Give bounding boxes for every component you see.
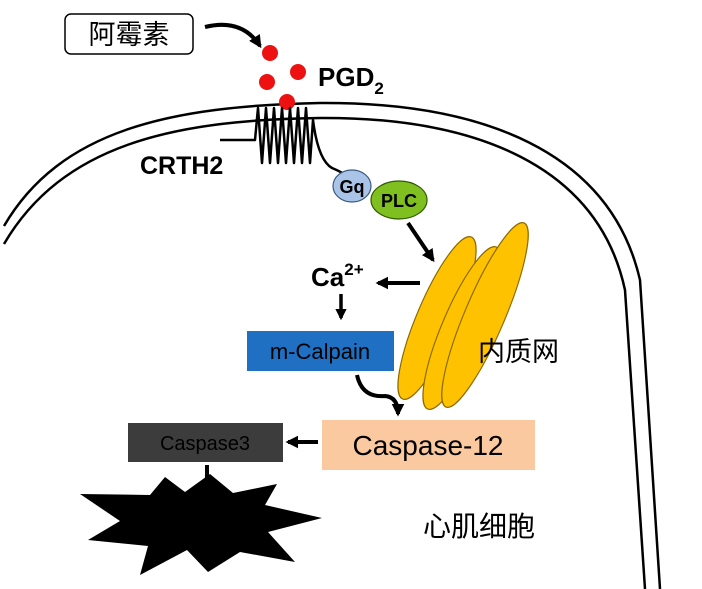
pgd2-molecules <box>259 45 306 110</box>
pgd2-dot <box>279 94 295 110</box>
pgd2-dot <box>259 74 275 90</box>
calcium-label: Ca2+ <box>311 260 364 292</box>
pgd2-label: PGD2 <box>318 62 384 98</box>
caspase3-rect <box>128 423 283 462</box>
caspase12-rect <box>322 420 535 470</box>
crth2-label: CRTH2 <box>140 152 223 180</box>
calcium-charge: 2+ <box>344 260 363 279</box>
plc-ellipse <box>370 180 428 220</box>
caspase12-label: Caspase-12 <box>353 430 504 461</box>
plc-to-er-arrow <box>406 221 435 263</box>
pgd2-label-subscript: 2 <box>374 79 383 98</box>
doxorubicin-label: 阿霉素 <box>89 20 170 50</box>
plc-label: PLC <box>381 191 417 211</box>
calcium-label-main: Ca <box>311 262 345 292</box>
caspase3-label: Caspase3 <box>160 433 250 455</box>
er-label: 内质网 <box>478 337 559 367</box>
m-calpain-rect <box>247 331 394 371</box>
apoptosis-star <box>80 474 322 575</box>
caspase3-box: Caspase3 <box>128 423 283 462</box>
gq-ellipse <box>332 169 372 203</box>
doxorubicin-box: 阿霉素 <box>64 13 194 55</box>
cell-membrane <box>2 101 662 589</box>
crth2-receptor <box>220 106 351 180</box>
plc-enzyme: PLC <box>370 180 428 220</box>
er-lobe <box>441 222 529 408</box>
gq-label: Gq <box>340 177 365 197</box>
pgd2-label-main: PGD <box>318 62 374 92</box>
m-calpain-box: m-Calpain <box>247 331 394 371</box>
m-calpain-label: m-Calpain <box>270 339 370 364</box>
pgd2-dot <box>262 45 278 61</box>
apoptosis-label: 凋亡 <box>180 509 236 540</box>
apoptosis-burst: 凋亡 <box>80 474 322 575</box>
cardiomyocyte-label: 心肌细胞 <box>423 511 535 542</box>
gq-protein: Gq <box>332 169 372 203</box>
calpain-to-caspase12-arrow <box>355 374 405 417</box>
caspase12-box: Caspase-12 <box>322 420 535 470</box>
drug-to-ligand-arrow <box>204 22 262 49</box>
endoplasmic-reticulum <box>397 222 529 410</box>
pgd2-dot <box>290 64 306 80</box>
